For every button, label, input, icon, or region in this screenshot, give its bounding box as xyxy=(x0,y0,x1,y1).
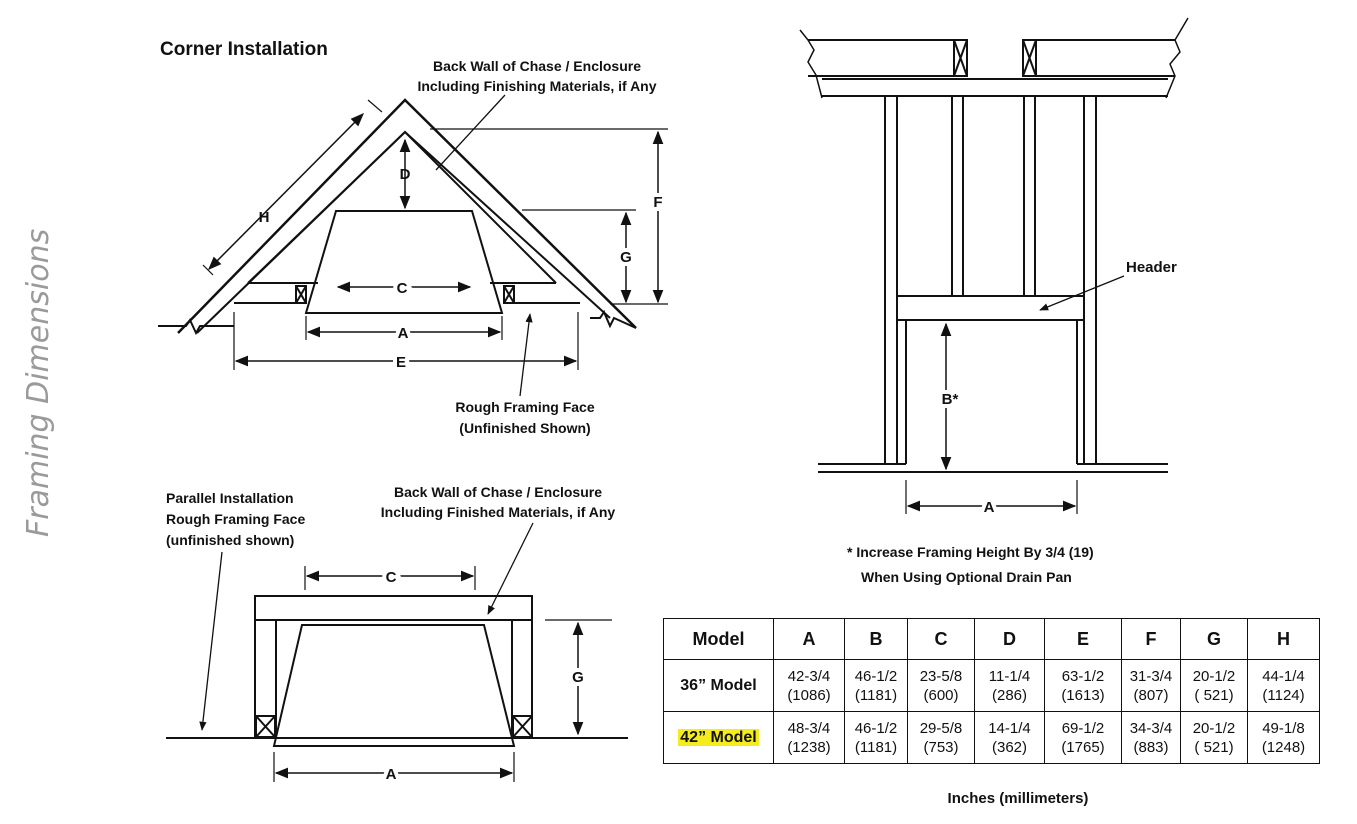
parallel-back-wall-label-2: Including Finished Materials, if Any xyxy=(381,504,616,520)
front-framing-drawing xyxy=(799,17,1189,514)
dimension-table: Model A B C D E F G H 36” Model 42-3/4(1… xyxy=(663,618,1320,764)
front-dim-b: B* xyxy=(942,391,959,408)
table-row: 36” Model 42-3/4(1086) 46-1/2(1181) 23-5… xyxy=(663,659,1320,712)
table-cell: 48-3/4(1238) xyxy=(773,711,845,764)
table-cell: 14-1/4(362) xyxy=(974,711,1045,764)
parallel-label-1: Parallel Installation xyxy=(166,490,294,506)
table-cell: 34-3/4(883) xyxy=(1121,711,1181,764)
corner-back-wall-label-2: Including Finishing Materials, if Any xyxy=(417,78,656,94)
corner-dim-d: D xyxy=(400,166,411,183)
parallel-installation-drawing xyxy=(166,522,628,782)
table-header-f: F xyxy=(1121,618,1181,660)
drain-pan-note-1: * Increase Framing Height By 3/4 (19) xyxy=(847,544,1094,560)
side-title: Framing Dimensions xyxy=(21,229,56,537)
table-cell: 46-1/2(1181) xyxy=(844,659,908,712)
drain-pan-note-2: When Using Optional Drain Pan xyxy=(861,569,1072,585)
header-label: Header xyxy=(1126,259,1177,276)
table-cell: 20-1/2( 521) xyxy=(1180,659,1248,712)
parallel-label-2: Rough Framing Face xyxy=(166,511,305,527)
corner-dim-h: H xyxy=(259,209,270,226)
table-header-g: G xyxy=(1180,618,1248,660)
corner-title: Corner Installation xyxy=(160,39,328,60)
corner-rough-label-2: (Unfinished Shown) xyxy=(459,420,590,436)
table-header-c: C xyxy=(907,618,975,660)
corner-back-wall-label-1: Back Wall of Chase / Enclosure xyxy=(433,58,641,74)
table-header-model: Model xyxy=(663,618,774,660)
table-row: 42” Model 48-3/4(1238) 46-1/2(1181) 29-5… xyxy=(663,711,1320,764)
corner-dim-f: F xyxy=(653,194,662,211)
table-cell: 69-1/2(1765) xyxy=(1044,711,1122,764)
corner-installation-drawing: Corner Installation xyxy=(158,39,668,397)
table-cell: 49-1/8(1248) xyxy=(1247,711,1320,764)
table-cell-model: 36” Model xyxy=(663,659,774,712)
table-header-h: H xyxy=(1247,618,1320,660)
table-cell: 44-1/4(1124) xyxy=(1247,659,1320,712)
corner-dim-c: C xyxy=(397,280,408,297)
highlighted-model: 42” Model xyxy=(678,729,759,746)
table-header-e: E xyxy=(1044,618,1122,660)
table-cell: 63-1/2(1613) xyxy=(1044,659,1122,712)
table-header-a: A xyxy=(773,618,845,660)
table-cell: 23-5/8(600) xyxy=(907,659,975,712)
parallel-back-wall-label-1: Back Wall of Chase / Enclosure xyxy=(394,484,602,500)
parallel-dim-g: G xyxy=(572,669,584,686)
table-cell: 46-1/2(1181) xyxy=(844,711,908,764)
table-cell-model: 42” Model xyxy=(663,711,774,764)
table-header-row: Model A B C D E F G H xyxy=(663,618,1320,660)
corner-rough-label-1: Rough Framing Face xyxy=(455,399,594,415)
parallel-dim-a: A xyxy=(386,766,397,783)
table-cell: 31-3/4(807) xyxy=(1121,659,1181,712)
table-cell: 42-3/4(1086) xyxy=(773,659,845,712)
table-header-d: D xyxy=(974,618,1045,660)
parallel-dim-c: C xyxy=(386,569,397,586)
table-caption: Inches (millimeters) xyxy=(948,790,1089,807)
table-cell: 29-5/8(753) xyxy=(907,711,975,764)
corner-dim-e: E xyxy=(396,354,406,371)
parallel-label-3: (unfinished shown) xyxy=(166,532,294,548)
front-dim-a: A xyxy=(984,499,995,516)
corner-dim-g: G xyxy=(620,249,632,266)
corner-dim-a: A xyxy=(398,325,409,342)
table-header-b: B xyxy=(844,618,908,660)
table-cell: 20-1/2( 521) xyxy=(1180,711,1248,764)
table-cell: 11-1/4(286) xyxy=(974,659,1045,712)
